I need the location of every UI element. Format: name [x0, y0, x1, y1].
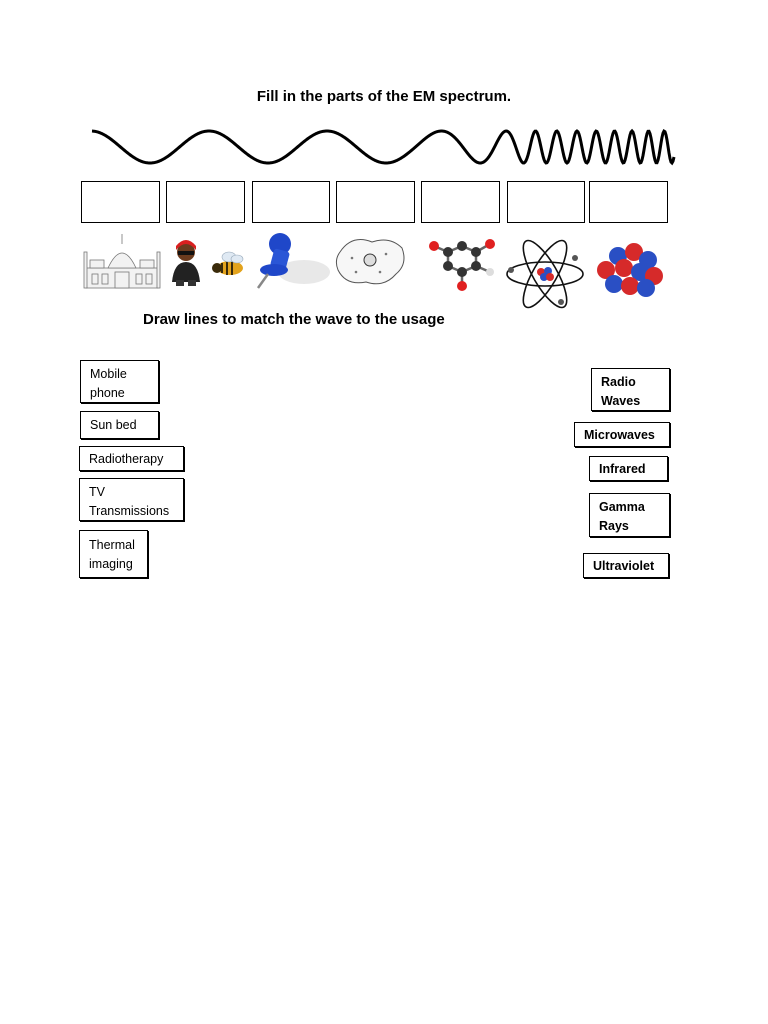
spectrum-blank-6[interactable]: [507, 181, 585, 223]
spectrum-blank-4[interactable]: [336, 181, 415, 223]
match-title: Draw lines to match the wave to the usag…: [143, 311, 445, 328]
wave-box-gamma-rays[interactable]: Gamma Rays: [589, 493, 670, 537]
nucleus-icon: [597, 243, 663, 297]
usage-box-tv-transmissions[interactable]: TV Transmissions: [79, 478, 184, 521]
wave-box-radio-waves[interactable]: Radio Waves: [591, 368, 670, 411]
em-wave-graphic: [91, 128, 676, 166]
cell-icon: [335, 239, 405, 285]
spectrum-blank-3[interactable]: [252, 181, 330, 223]
molecule-icon: [429, 239, 495, 291]
usage-box-thermal-imaging[interactable]: Thermal imaging: [79, 530, 148, 578]
atom-icon: [506, 239, 584, 309]
wave-box-infrared[interactable]: Infrared: [589, 456, 668, 481]
spectrum-title: Fill in the parts of the EM spectrum.: [256, 88, 512, 105]
person-and-bee-icon: [172, 240, 244, 286]
spectrum-blank-5[interactable]: [421, 181, 500, 223]
pushpin-icon: [256, 233, 330, 289]
usage-box-mobile-phone[interactable]: Mobile phone: [80, 360, 159, 403]
wave-box-microwaves[interactable]: Microwaves: [574, 422, 670, 447]
spectrum-blank-2[interactable]: [166, 181, 245, 223]
usage-box-radiotherapy[interactable]: Radiotherapy: [79, 446, 184, 471]
spectrum-blank-1[interactable]: [81, 181, 160, 223]
wave-box-ultraviolet[interactable]: Ultraviolet: [583, 553, 669, 578]
building-icon: [83, 234, 161, 289]
usage-box-sun-bed[interactable]: Sun bed: [80, 411, 159, 439]
spectrum-blank-7[interactable]: [589, 181, 668, 223]
